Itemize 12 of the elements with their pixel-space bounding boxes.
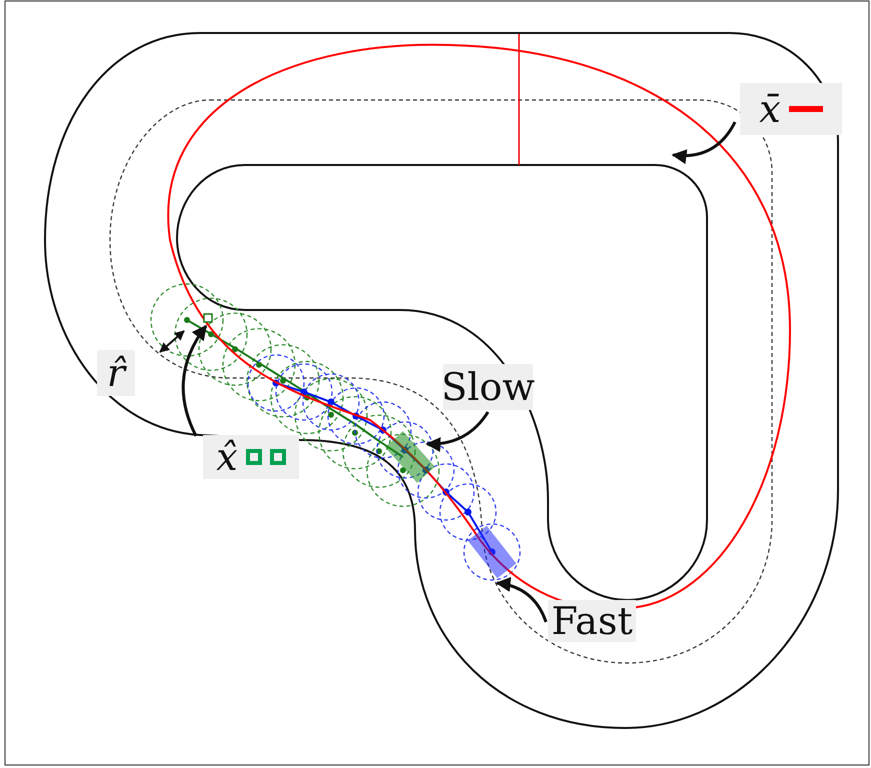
math-symbol: r̂ <box>97 350 135 396</box>
label-box <box>740 83 842 135</box>
label-text: Slow <box>441 368 535 406</box>
label-box <box>203 435 299 479</box>
leader-arrow <box>182 324 208 437</box>
car-drawing <box>385 431 435 483</box>
leader-arrow <box>426 411 490 452</box>
leader-arrow <box>672 121 736 164</box>
leader-arrow <box>496 578 548 623</box>
math-symbol: x̄ <box>759 90 781 128</box>
label-text: Fast <box>551 602 633 640</box>
math-symbol: x̂ <box>216 438 238 476</box>
